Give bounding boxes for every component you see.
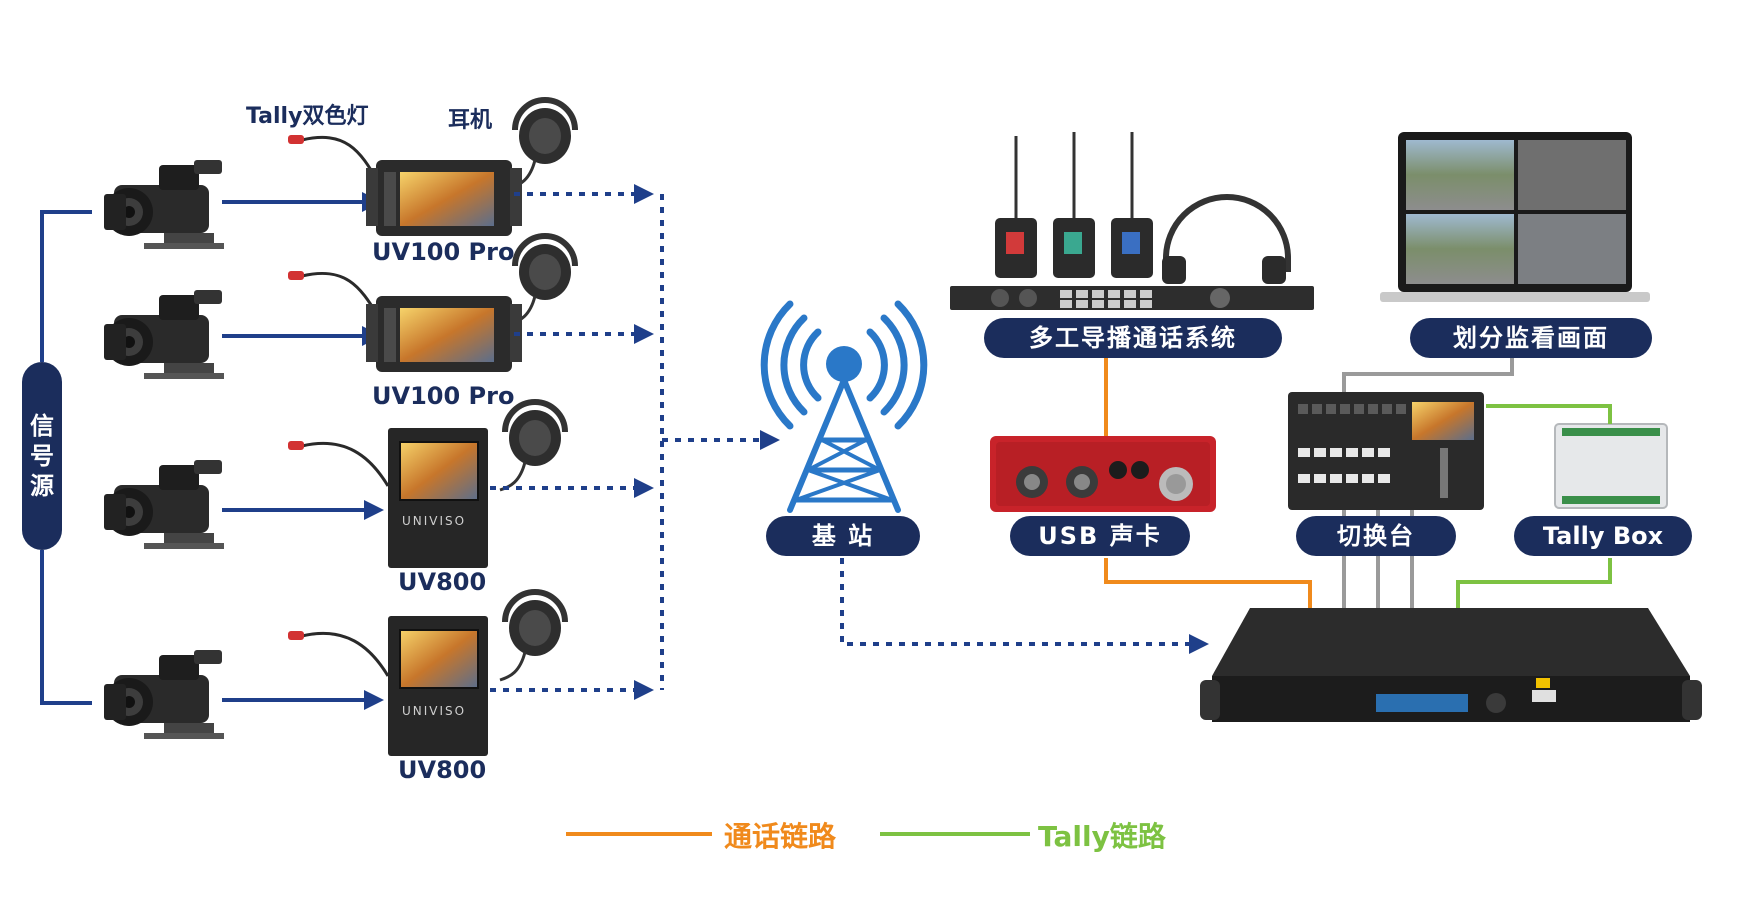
rack-server <box>1200 608 1702 722</box>
headset-4 <box>499 589 568 682</box>
device-3-label: UV800 <box>398 568 487 596</box>
headset-3 <box>499 399 568 492</box>
multiview-pill: 划分监看画面 <box>1410 318 1652 358</box>
tally-light-heads <box>288 135 304 640</box>
tally-box-pill: Tally Box <box>1514 516 1692 556</box>
camera-1 <box>104 160 224 249</box>
legend-intercom-label: 通话链路 <box>724 820 837 853</box>
intercom-system-device <box>950 132 1314 310</box>
device-uv100-2 <box>366 296 522 372</box>
wireless-links <box>490 184 1209 700</box>
usb-soundcard-device <box>990 436 1216 512</box>
tally-links <box>1456 404 1612 608</box>
device-uv800-2 <box>388 616 488 756</box>
device-uv800-1 <box>388 428 488 568</box>
brand-logo-2: UNIVISO <box>402 704 467 718</box>
intercom-links <box>1104 354 1312 608</box>
device-4-label: UV800 <box>398 756 487 784</box>
base-station-pill: 基 站 <box>766 516 920 556</box>
base-station-tower <box>760 300 928 513</box>
usb-soundcard-pill: USB 声卡 <box>1010 516 1190 556</box>
switcher-device <box>1288 392 1484 510</box>
intercom-system-pill: 多工导播通话系统 <box>984 318 1282 358</box>
switcher-pill: 切换台 <box>1296 516 1456 556</box>
video-links <box>222 192 384 710</box>
signal-source-char-1: 信 <box>30 412 54 440</box>
device-uv100-1 <box>366 160 522 236</box>
tower-top <box>826 346 862 382</box>
device-2-label: UV100 Pro <box>372 382 515 410</box>
camera-4 <box>104 650 224 739</box>
camera-3 <box>104 460 224 549</box>
headset-2 <box>509 233 578 326</box>
headset-1 <box>509 97 578 190</box>
tally-light-label: Tally双色灯 <box>246 104 369 129</box>
headset-label: 耳机 <box>448 108 493 133</box>
signal-source-char-3: 源 <box>30 472 54 500</box>
brand-logo-1: UNIVISO <box>402 514 467 528</box>
tally-box-device <box>1554 423 1668 509</box>
signal-source-char-2: 号 <box>30 442 54 470</box>
legend-tally-label: Tally链路 <box>1038 820 1166 853</box>
device-1-label: UV100 Pro <box>372 238 515 266</box>
signal-source-pill: 信 号 源 <box>22 362 62 550</box>
camera-2 <box>104 290 224 379</box>
multiview-laptop <box>1380 132 1650 302</box>
source-tree-lines <box>40 210 92 705</box>
